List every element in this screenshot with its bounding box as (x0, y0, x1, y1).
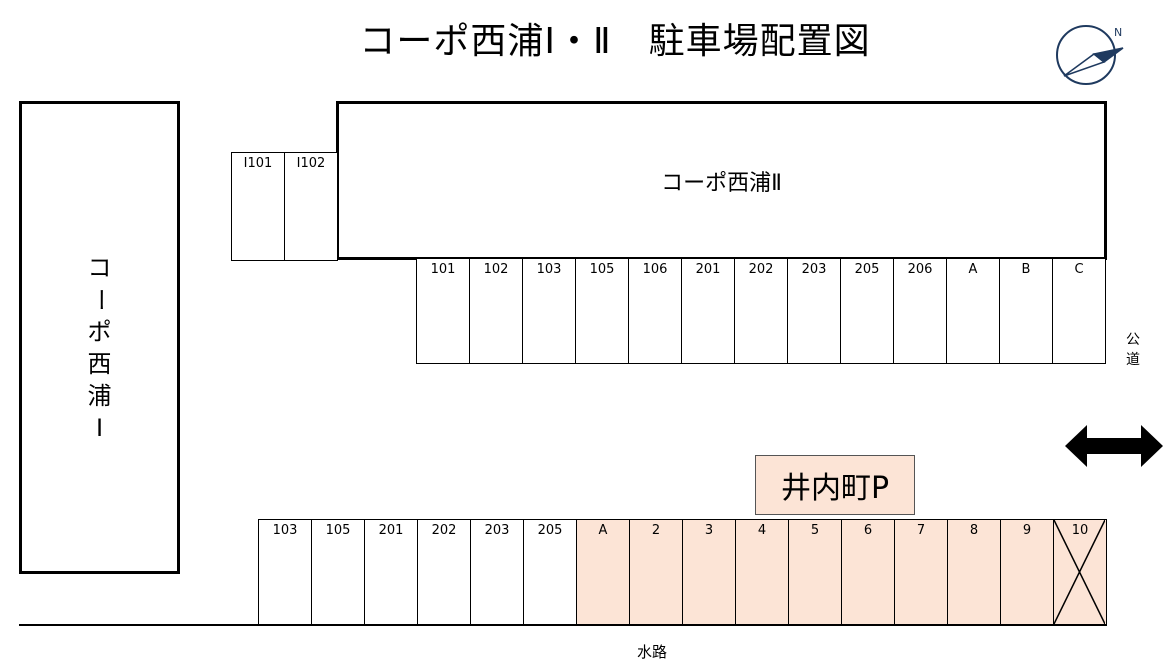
slot-label: 105 (325, 523, 351, 538)
waterway-label: 水路 (637, 643, 668, 661)
parking-slot[interactable]: 103 (258, 519, 312, 626)
parking-slot[interactable]: 5 (788, 519, 842, 626)
slot-label: A (598, 523, 608, 538)
public-road-label: 公道 (1126, 332, 1140, 368)
slot-label: 106 (642, 262, 668, 277)
parking-slot[interactable]: 205 (523, 519, 577, 626)
parking-slot[interactable]: 7 (894, 519, 948, 626)
label-char: 浦 (87, 382, 112, 410)
parking-name-sign: 井内町P (755, 455, 915, 515)
building2-label: コーポ西浦Ⅱ (661, 170, 782, 196)
slot-label: B (1021, 262, 1031, 277)
slot-label: 203 (484, 523, 510, 538)
parking-slot[interactable]: 105 (311, 519, 365, 626)
slot-label: 2 (651, 523, 661, 538)
slot-label: 101 (430, 262, 456, 277)
parking-slot[interactable]: 202 (417, 519, 471, 626)
slot-label: Ⅰ102 (296, 156, 326, 171)
slot-label: 4 (757, 523, 767, 538)
slot-label: 102 (483, 262, 509, 277)
label-char: 西 (87, 350, 112, 378)
parking-slot[interactable]: 6 (841, 519, 895, 626)
parking-slot[interactable]: 102 (469, 258, 523, 364)
building1-label: コ ー ポ 西 浦 Ⅰ (22, 252, 177, 444)
parking-slot[interactable]: 106 (628, 258, 682, 364)
slot-label: A (968, 262, 978, 277)
slot-label: 9 (1022, 523, 1032, 538)
label-char: ポ (87, 318, 112, 346)
slot-label: 103 (536, 262, 562, 277)
slot-label: 3 (704, 523, 714, 538)
page-title: コーポ西浦Ⅰ・Ⅱ 駐車場配置図 (359, 21, 871, 62)
slot-label: 6 (863, 523, 873, 538)
slot-label: 105 (589, 262, 615, 277)
parking-slot[interactable]: A (946, 258, 1000, 364)
slot-label: 103 (272, 523, 298, 538)
parking-slot[interactable]: 103 (522, 258, 576, 364)
double-arrow-icon (1065, 425, 1163, 467)
parking-slot[interactable]: 203 (787, 258, 841, 364)
slot-label: Ⅰ101 (243, 156, 273, 171)
slot-label: 10 (1071, 523, 1089, 538)
parking-slot[interactable]: 2 (629, 519, 683, 626)
compass-label: N (1114, 26, 1122, 39)
parking-slot[interactable]: B (999, 258, 1053, 364)
slot-label: 202 (431, 523, 457, 538)
parking-slot[interactable]: 3 (682, 519, 736, 626)
parking-slot[interactable]: A (576, 519, 630, 626)
parking-slot-unavailable[interactable]: 10 (1053, 519, 1107, 626)
parking-slot[interactable]: Ⅰ102 (284, 152, 338, 261)
parking-slot[interactable]: 205 (840, 258, 894, 364)
parking-slot[interactable]: Ⅰ101 (231, 152, 285, 261)
slot-label: 206 (907, 262, 933, 277)
parking-slot[interactable]: 101 (416, 258, 470, 364)
slot-label: 5 (810, 523, 820, 538)
slot-label: 202 (748, 262, 774, 277)
compass-north-icon: N (1056, 25, 1124, 85)
parking-slot[interactable]: 4 (735, 519, 789, 626)
building-coop-nishiura-1: コ ー ポ 西 浦 Ⅰ (19, 101, 180, 574)
label-char: ー (85, 288, 114, 312)
slot-label: C (1074, 262, 1084, 277)
parking-slot[interactable]: 105 (575, 258, 629, 364)
parking-slot[interactable]: 8 (947, 519, 1001, 626)
slot-label: 201 (378, 523, 404, 538)
slot-label: 205 (854, 262, 880, 277)
slot-label: 7 (916, 523, 926, 538)
building-coop-nishiura-2: コーポ西浦Ⅱ (336, 101, 1107, 260)
parking-slot[interactable]: 201 (681, 258, 735, 364)
slot-label: 205 (537, 523, 563, 538)
slot-label: 201 (695, 262, 721, 277)
parking-slot[interactable]: 9 (1000, 519, 1054, 626)
parking-slot[interactable]: 206 (893, 258, 947, 364)
label-char: コ (87, 254, 112, 282)
unavailable-cross-icon (1054, 520, 1105, 624)
parking-slot[interactable]: 203 (470, 519, 524, 626)
parking-slot[interactable]: 202 (734, 258, 788, 364)
slot-label: 8 (969, 523, 979, 538)
slot-label: 203 (801, 262, 827, 277)
parking-slot[interactable]: 201 (364, 519, 418, 626)
label-char: Ⅰ (95, 414, 104, 442)
ground-line (19, 624, 1107, 626)
parking-slot[interactable]: C (1052, 258, 1106, 364)
